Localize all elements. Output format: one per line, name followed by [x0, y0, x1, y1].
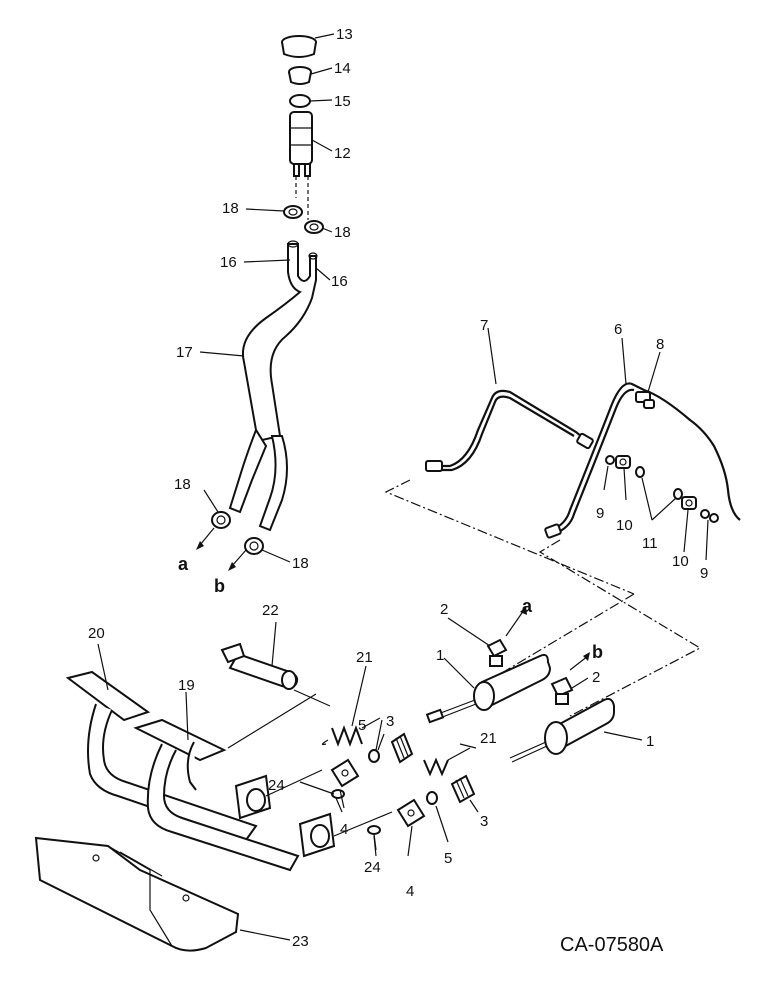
label-8: 8: [656, 336, 664, 353]
clevis-4-lower: [396, 798, 426, 828]
clevis-4-upper: [330, 758, 360, 788]
label-3-upper: 3: [386, 713, 394, 730]
nut-5-upper: [368, 749, 380, 763]
label-12: 12: [334, 145, 351, 162]
footplate-23: [34, 836, 240, 952]
label-10-right: 10: [672, 553, 689, 570]
label-14: 14: [334, 60, 351, 77]
letter-b-left: b: [214, 576, 225, 596]
union-10-right: [681, 496, 697, 510]
letter-a-left: a: [178, 554, 189, 574]
label-18-lower-right: 18: [292, 555, 309, 572]
letter-b-right: b: [592, 642, 603, 662]
label-18-lower-left: 18: [174, 476, 191, 493]
label-18-upper-right: 18: [334, 224, 351, 241]
return-spring-21-lower: [423, 747, 471, 777]
label-15: 15: [334, 93, 351, 110]
o-ring-11-left: [635, 466, 645, 478]
leader-lines: [97, 33, 709, 941]
label-6: 6: [614, 321, 622, 338]
label-16-left: 16: [220, 254, 237, 271]
label-5-lower: 5: [444, 850, 452, 867]
label-2-lower: 2: [592, 669, 600, 686]
pedal-hub-left: [234, 774, 272, 820]
master-cylinder-1-lower: [509, 697, 615, 763]
hose-clamp-18-lower-right: [244, 537, 264, 555]
label-21-lower: 21: [480, 730, 497, 747]
figure-code: CA-07580A: [560, 934, 664, 956]
hose-17: [228, 240, 318, 532]
boot-3-lower: [450, 774, 476, 804]
label-1-upper: 1: [436, 647, 444, 664]
label-23: 23: [292, 933, 309, 950]
label-2-upper: 2: [440, 601, 448, 618]
label-19: 19: [178, 677, 195, 694]
pedal-hub-right: [298, 812, 336, 858]
label-9-right: 9: [700, 565, 708, 582]
reservoir-12: [289, 111, 313, 177]
label-24-upper: 24: [268, 777, 285, 794]
reservoir-seal-14: [288, 66, 312, 85]
washer-9-right: [700, 509, 719, 523]
label-22: 22: [262, 602, 279, 619]
label-13: 13: [336, 26, 353, 43]
hose-clamp-18-upper-left: [283, 205, 303, 219]
label-11: 11: [642, 535, 658, 552]
union-10-left: [615, 455, 631, 469]
brake-switch-2-lower: [550, 652, 590, 705]
return-spring-21-upper: [321, 717, 381, 747]
label-10-left: 10: [616, 517, 633, 534]
label-4-upper: 4: [340, 821, 348, 838]
label-18-upper-left: 18: [222, 200, 239, 217]
brake-pedal-19: [133, 718, 300, 872]
label-1-lower: 1: [646, 733, 654, 750]
label-4-lower: 4: [406, 883, 414, 900]
nut-5-lower: [426, 791, 438, 805]
boot-3-upper: [390, 732, 414, 764]
label-17: 17: [176, 344, 193, 361]
label-9-left: 9: [596, 505, 604, 522]
master-cylinder-1-upper: [425, 653, 552, 724]
fitting-8: [635, 391, 655, 409]
label-21-upper: 21: [356, 649, 373, 666]
brake-line-7: [425, 389, 594, 472]
label-5-upper: 5: [358, 717, 366, 734]
cross-shaft-22: [220, 642, 299, 690]
hose-clamp-18-upper-right: [304, 220, 324, 234]
reservoir-cap-13: [281, 35, 317, 58]
brake-switch-2-upper: [486, 606, 527, 667]
label-20: 20: [88, 625, 105, 642]
washer-9-left: [605, 455, 615, 465]
brake-line-6: [544, 382, 741, 539]
label-7: 7: [480, 317, 488, 334]
label-3-lower: 3: [480, 813, 488, 830]
o-ring-11-right: [673, 488, 683, 500]
hose-clamp-18-lower-left: [211, 511, 231, 529]
label-24-lower: 24: [364, 859, 381, 876]
label-16-right: 16: [331, 273, 348, 290]
letter-a-right: a: [522, 596, 533, 616]
filter-15: [289, 94, 311, 108]
